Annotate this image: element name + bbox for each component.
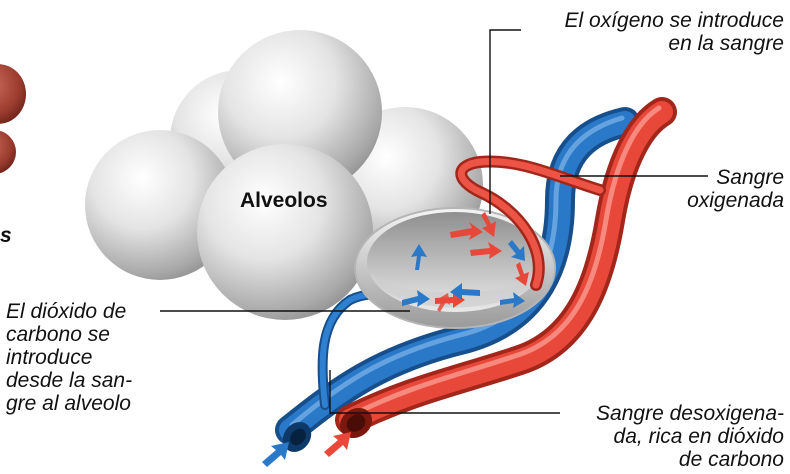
alveolos-label: Alveolos [240, 189, 328, 213]
oxygen-line-1: El oxígeno se introduce [565, 9, 784, 32]
oxygen-enters-label: El oxígeno se introduce en la sangre [565, 9, 784, 55]
oxy-blood-line-1: Sangre [687, 166, 784, 189]
co2-enters-label: El dióxido de carbono se introduce desde… [6, 300, 132, 415]
deoxy-line-2: da, rica en dióxido [596, 425, 784, 448]
deoxy-line-1: Sangre desoxigena- [596, 402, 784, 425]
co2-line-1: El dióxido de [6, 300, 132, 323]
deoxy-line-3: de carbono [596, 448, 784, 471]
co2-line-3: introduce [6, 346, 132, 369]
red-blood-cells [0, 64, 26, 174]
co2-line-2: carbono se [6, 323, 132, 346]
cut-off-label-fragment: s [0, 224, 12, 247]
deoxygenated-blood-label: Sangre desoxigena- da, rica en dióxido d… [596, 402, 784, 471]
oxygenated-blood-label: Sangre oxigenada [687, 166, 784, 212]
oxygen-line-2: en la sangre [565, 32, 784, 55]
oxy-blood-line-2: oxigenada [687, 189, 784, 212]
co2-line-5: gre al alveolo [6, 392, 132, 415]
co2-line-4: desde la san- [6, 369, 132, 392]
